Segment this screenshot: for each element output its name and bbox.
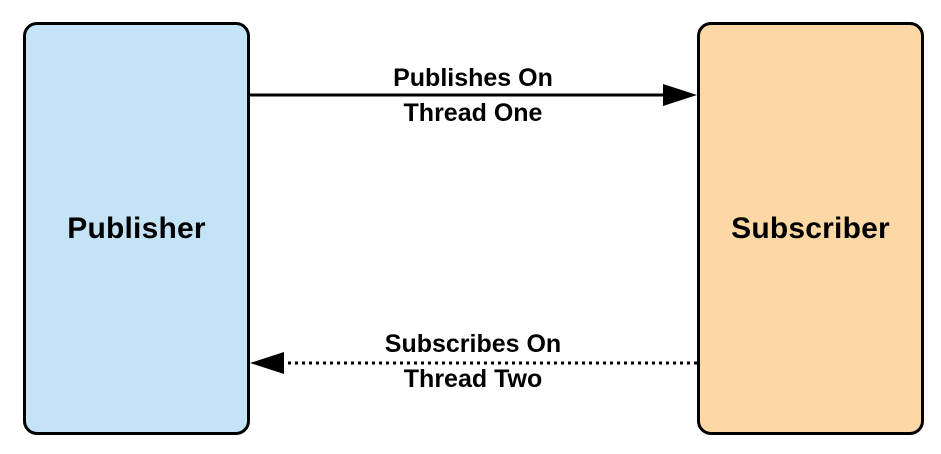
- publisher-node: Publisher: [23, 22, 250, 435]
- subscribe-edge-label-line1: Subscribes On: [384, 330, 562, 358]
- publish-edge-label: Publishes On Thread One: [323, 61, 623, 131]
- publish-edge-label-line1: Publishes On: [393, 64, 553, 92]
- publisher-label: Publisher: [67, 211, 206, 245]
- publish-edge-label-line2: Thread One: [403, 99, 543, 127]
- subscriber-label: Subscriber: [731, 211, 890, 245]
- subscribe-arrowhead: [250, 352, 284, 374]
- subscribe-edge-label-line2: Thread Two: [403, 365, 543, 393]
- publish-arrowhead: [663, 84, 697, 106]
- subscriber-node: Subscriber: [697, 22, 924, 435]
- subscribe-edge-label: Subscribes On Thread Two: [323, 327, 623, 397]
